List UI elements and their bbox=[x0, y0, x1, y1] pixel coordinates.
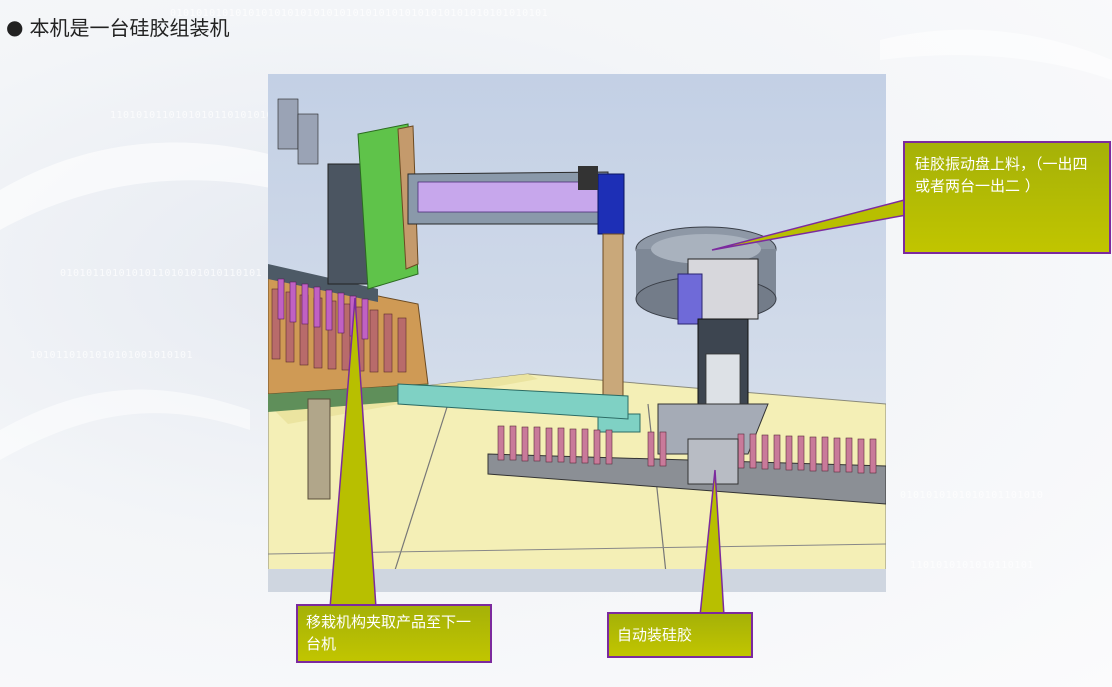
callout-transfer-text: 移栽机构夹取产品至下一台机 bbox=[306, 613, 472, 653]
product-tubes bbox=[497, 425, 877, 474]
callout-silicone: 自动装硅胶 bbox=[607, 612, 753, 658]
transfer-beam bbox=[268, 264, 378, 302]
cable-bracket bbox=[578, 166, 598, 190]
linear-rail bbox=[417, 181, 599, 213]
background-binary-pattern: 0101011010101011010101010110101 bbox=[60, 268, 263, 279]
page-title-text: 本机是一台硅胶组装机 bbox=[29, 16, 230, 40]
base-rail bbox=[397, 383, 629, 420]
gantry-motor-cap bbox=[597, 173, 625, 235]
bullet-icon: ● bbox=[6, 14, 24, 39]
background-binary-pattern: 1101010110101010110101010101010 bbox=[110, 110, 313, 121]
table-base bbox=[268, 569, 886, 592]
callout-transfer: 移栽机构夹取产品至下一台机 bbox=[296, 604, 492, 663]
background-binary-pattern: 0101010101010101010101010101010101010101… bbox=[170, 8, 549, 19]
callout-silicone-text: 自动装硅胶 bbox=[617, 626, 693, 644]
callout-feeder-text: 硅胶振动盘上料，（一出四或者两台一出二 ） bbox=[915, 155, 1088, 195]
background-binary-pattern: 0101010101010101101010 bbox=[900, 490, 1044, 501]
background-binary-pattern: 1101010101010110101 bbox=[910, 560, 1034, 571]
callout-feeder: 硅胶振动盘上料，（一出四或者两台一出二 ） bbox=[903, 141, 1111, 254]
page-title: ● 本机是一台硅胶组装机 bbox=[6, 12, 229, 41]
machine-illustration bbox=[268, 74, 886, 592]
background-binary-pattern: 1010110101010101001010101 bbox=[30, 350, 194, 361]
